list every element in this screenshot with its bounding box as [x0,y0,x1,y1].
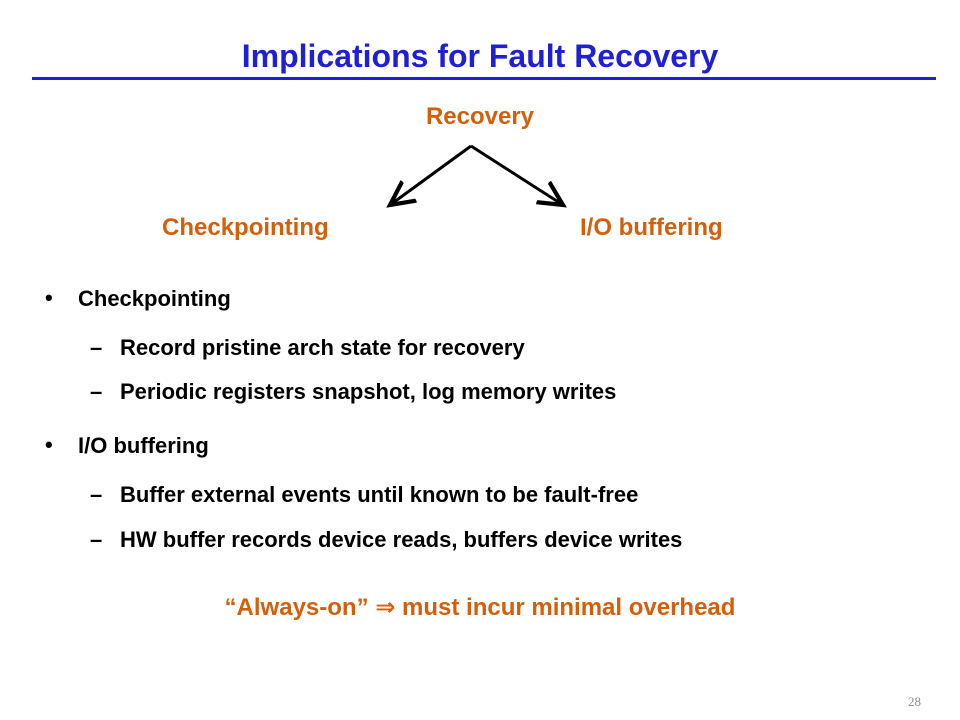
slide-title: Implications for Fault Recovery [241,38,719,74]
subitem-dash: – [90,335,103,360]
subitem-periodic-snapshot: Periodic registers snapshot, log memory … [120,379,617,404]
subitem-hw-buffer: HW buffer records device reads, buffers … [120,527,683,552]
subitem-buffer-events: Buffer external events until known to be… [120,482,639,507]
subitem-record-state: Record pristine arch state for recovery [120,335,525,360]
bullet-marker: • [45,432,53,457]
page-number: 28 [908,694,921,709]
diagram-child-checkpointing: Checkpointing [162,214,329,241]
bullet-io-buffering: I/O buffering [78,433,209,458]
diagram-child-io-buffering: I/O buffering [580,214,723,241]
tagline-always-on: “Always-on” ⇒ must incur minimal overhea… [224,594,736,621]
bullet-marker: • [45,285,53,310]
subitem-dash: – [90,527,103,552]
bullet-checkpointing: Checkpointing [78,286,231,311]
subitem-dash: – [90,482,103,507]
subitem-dash: – [90,379,103,404]
title-underline [32,77,936,80]
diagram-root-recovery: Recovery [425,103,535,130]
